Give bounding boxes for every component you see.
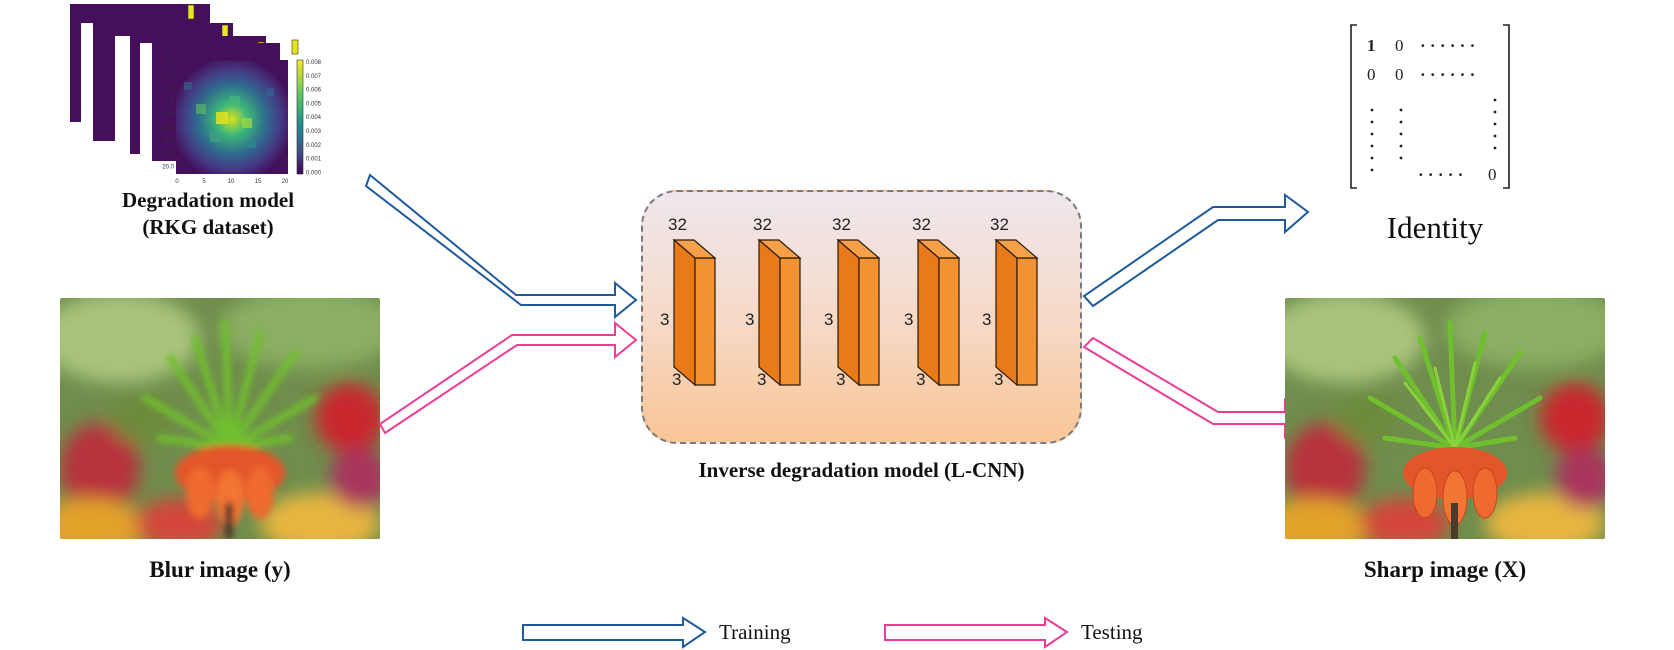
kernel-x-tick: 15 (255, 179, 262, 185)
kernel-x-tick: 0 (175, 179, 179, 185)
kernel-y-tick: 12.5 (162, 125, 174, 131)
matrix-row2-dots: · · · · · · (1420, 65, 1475, 84)
kernel-y-tick: 15.0 (162, 138, 174, 144)
kernel-y-tick: 5.0 (166, 85, 175, 91)
kernel-x-tick: 20 (282, 179, 289, 185)
layer-kernel-w-label: 3 (757, 370, 766, 389)
matrix-one: 1 (1367, 36, 1376, 55)
lcnn-caption: Inverse degradation model (L-CNN) (698, 458, 1025, 482)
kernel-y-tick: 7.5 (166, 99, 175, 105)
legend-training-label: Training (719, 620, 791, 644)
kernel-y-tick: 20.0 (162, 165, 174, 171)
legend-testing-label: Testing (1081, 620, 1143, 644)
layer-kernel-w-label: 3 (672, 370, 681, 389)
layer-channels-label: 32 (990, 215, 1009, 234)
conv-layer-2: 32 3 3 (745, 215, 802, 389)
layer-kernel-w-label: 3 (836, 370, 845, 389)
legend-training-arrow (522, 616, 707, 649)
testing-arrow-from-blur (378, 320, 638, 435)
layer-channels-label: 32 (832, 215, 851, 234)
layer-kernel-h-label: 3 (982, 310, 991, 329)
matrix-row1-dots: · · · · · · (1420, 36, 1475, 55)
identity-matrix: 1 0 · · · · · · 0 0 · · · · · · · · · · … (1350, 24, 1510, 189)
layer-kernel-w-label: 3 (916, 370, 925, 389)
colorbar-tick: 0.002 (306, 143, 322, 149)
kernel-y-tick: 10.0 (162, 112, 174, 118)
layer-channels-label: 32 (668, 215, 687, 234)
matrix-zero: 0 (1395, 36, 1404, 55)
kernel-x-tick: 5 (202, 179, 206, 185)
kernel-x-tick: 10 (228, 179, 235, 185)
matrix-bottom-dots: · · · · · (1418, 165, 1463, 184)
degradation-model-subtitle: (RKG dataset) (142, 215, 274, 239)
conv-layer-5: 32 3 3 (982, 215, 1039, 389)
degradation-kernel-stack: 0.0 2.5 5.0 7.5 10.0 12.5 15.0 17.5 20.0 0 5 10 15 20… (62, 4, 322, 185)
blur-image-caption: Blur image (y) (149, 557, 291, 582)
layer-channels-label: 32 (912, 215, 931, 234)
matrix-zero: 0 (1488, 165, 1497, 184)
colorbar-tick: 0.006 (306, 88, 322, 94)
layer-kernel-h-label: 3 (660, 310, 669, 329)
conv-layer-1: 32 3 3 (660, 215, 717, 389)
colorbar-tick: 0.005 (306, 101, 322, 107)
layer-kernel-h-label: 3 (824, 310, 833, 329)
colorbar-tick: 0.004 (306, 115, 322, 121)
layer-kernel-h-label: 3 (904, 310, 913, 329)
matrix-zero: 0 (1367, 65, 1376, 84)
layer-kernel-w-label: 3 (994, 370, 1003, 389)
colorbar-tick: 0.007 (306, 74, 322, 80)
sharp-image (1285, 298, 1605, 539)
kernel-y-tick: 0.0 (166, 59, 175, 65)
layer-kernel-h-label: 3 (745, 310, 754, 329)
testing-arrow-to-sharp (1082, 336, 1310, 440)
layer-channels-label: 32 (753, 215, 772, 234)
matrix-vertical-dots (1370, 98, 1497, 172)
colorbar-tick: 0.000 (306, 170, 322, 176)
matrix-zero: 0 (1395, 65, 1404, 84)
blur-image (60, 298, 380, 539)
conv-layer-3: 32 3 3 (824, 215, 881, 389)
lcnn-layers: 32 3 3 32 3 3 32 3 3 32 3 3 32 3 3 (660, 215, 1039, 389)
conv-layer-4: 32 3 3 (904, 215, 961, 389)
sharp-image-caption: Sharp image (X) (1363, 557, 1527, 582)
training-arrow-from-degradation (364, 173, 638, 320)
kernel-y-tick: 17.5 (162, 151, 174, 157)
kernel-y-tick: 2.5 (166, 72, 175, 78)
training-arrow-to-identity (1082, 193, 1310, 308)
kernel-heatmap-front (176, 59, 304, 175)
colorbar-tick: 0.008 (306, 60, 322, 66)
degradation-model-title: Degradation model (121, 188, 295, 212)
colorbar-tick: 0.001 (306, 157, 322, 163)
identity-label: Identity (1386, 210, 1484, 245)
colorbar-tick: 0.003 (306, 129, 322, 135)
legend-testing-arrow (884, 616, 1069, 649)
